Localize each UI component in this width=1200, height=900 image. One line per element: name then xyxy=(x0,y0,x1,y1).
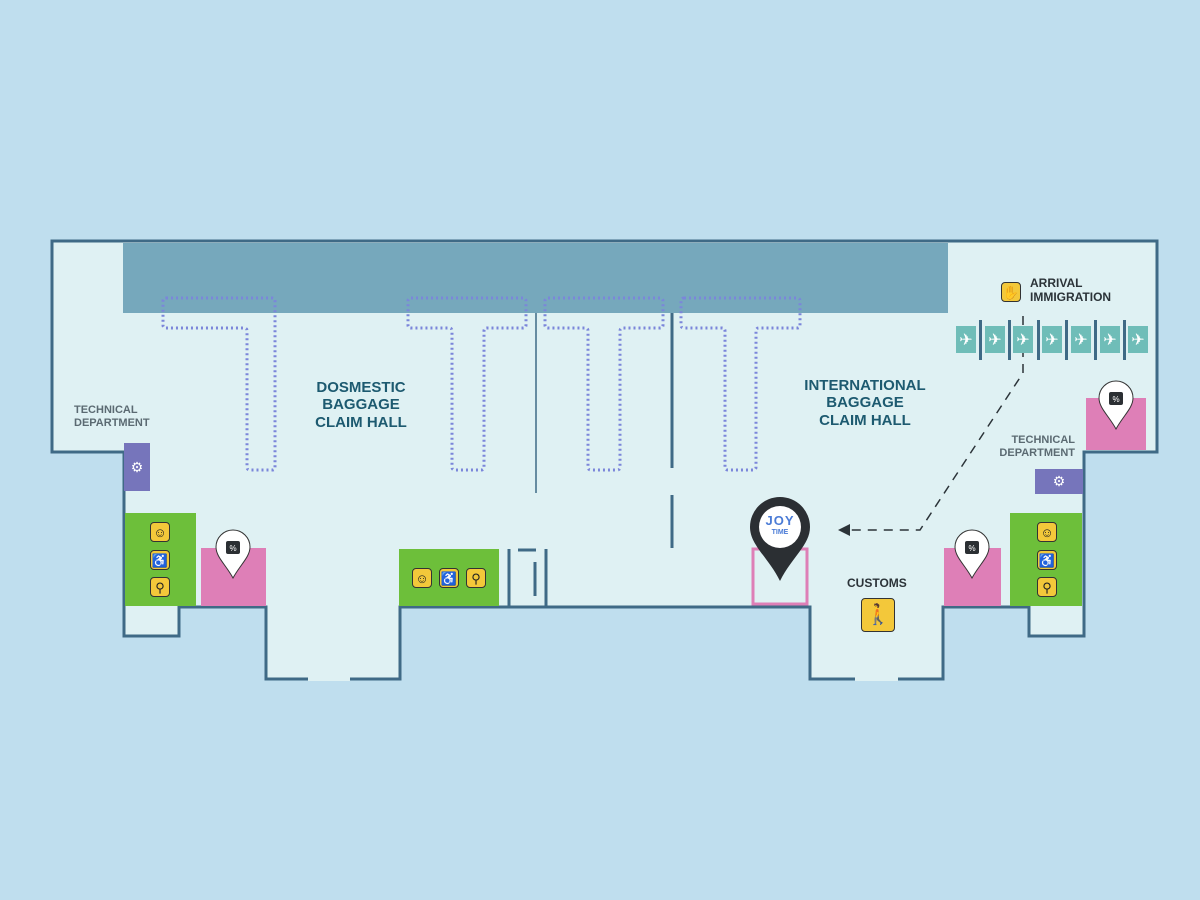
label-line: TECHNICAL xyxy=(1011,434,1075,446)
baby-change-icon[interactable]: ☺ xyxy=(1037,522,1057,542)
technical-department-right-label: TECHNICAL DEPARTMENT xyxy=(999,434,1075,459)
label-line: TECHNICAL xyxy=(74,404,138,416)
baby-change-icon[interactable]: ☺ xyxy=(412,568,432,588)
immigration-gate-plane-icon[interactable]: ✈ xyxy=(1128,326,1148,353)
immigration-gate-plane-icon[interactable]: ✈ xyxy=(1042,326,1062,353)
carousel-1[interactable] xyxy=(161,296,277,472)
svg-text:%: % xyxy=(229,544,236,553)
immigration-gate-plane-icon[interactable]: ✈ xyxy=(1013,326,1033,353)
wheelchair-icon[interactable]: ♿ xyxy=(150,550,170,570)
label-line: BAGGAGE xyxy=(826,394,904,412)
gate-divider xyxy=(1094,320,1097,360)
label-line: DEPARTMENT xyxy=(74,416,150,429)
label-line: INTERNATIONAL xyxy=(804,377,926,394)
label-line: IMMIGRATION xyxy=(1030,289,1112,304)
carousel-2[interactable] xyxy=(406,296,528,472)
gate-divider xyxy=(979,320,982,360)
immigration-gate-plane-icon[interactable]: ✈ xyxy=(956,326,976,353)
svg-text:%: % xyxy=(968,544,975,553)
joy-logo-text: JOY xyxy=(765,513,795,528)
gate-divider xyxy=(1008,320,1011,360)
terminal-floor xyxy=(50,239,1159,681)
domestic-hall-label: DOSMESTIC BAGGAGE CLAIM HALL xyxy=(296,379,426,431)
joy-logo-subtext: TIME xyxy=(771,528,789,536)
passport-control-icon: ✋ xyxy=(1001,282,1021,302)
arrival-immigration-label: ARRIVAL IMMIGRATION xyxy=(1030,276,1112,305)
immigration-gate-plane-icon[interactable]: ✈ xyxy=(1100,326,1120,353)
gate-divider xyxy=(1123,320,1126,360)
gate-divider xyxy=(1065,320,1068,360)
wheelchair-icon[interactable]: ♿ xyxy=(439,568,459,588)
route-arrow xyxy=(850,316,1024,531)
label-line: CLAIM HALL xyxy=(315,413,407,431)
customs-label: CUSTOMS xyxy=(847,576,907,590)
immigration-gate-plane-icon[interactable]: ✈ xyxy=(985,326,1005,353)
sale-bag-icon xyxy=(226,392,1123,554)
baby-change-icon[interactable]: ☺ xyxy=(150,522,170,542)
carousel-3[interactable] xyxy=(543,296,665,472)
label-line: BAGGAGE xyxy=(322,396,400,414)
joy-time-logo: JOY TIME xyxy=(760,513,800,537)
carousel-4[interactable] xyxy=(679,296,802,472)
arrow-head-icon xyxy=(838,524,850,536)
label-line: DOSMESTIC xyxy=(316,379,406,396)
international-hall-label: INTERNATIONAL BAGGAGE CLAIM HALL xyxy=(795,377,935,429)
immigration-gate-plane-icon[interactable]: ✈ xyxy=(1071,326,1091,353)
technical-wrench-gear-icon[interactable]: ⚙ xyxy=(124,443,150,491)
label-line: DEPARTMENT xyxy=(999,446,1075,459)
baggage-band xyxy=(123,243,948,313)
security-scanner-icon: 🚶 xyxy=(861,598,895,632)
gate-divider xyxy=(1037,320,1040,360)
technical-department-left-label: TECHNICAL DEPARTMENT xyxy=(74,404,150,429)
technical-wrench-gear-icon[interactable]: ⚙ xyxy=(1035,469,1083,494)
percent-icon: %%% xyxy=(229,395,1119,553)
label-line: CLAIM HALL xyxy=(819,411,911,429)
joy-time-pin[interactable] xyxy=(750,497,810,581)
restroom-icon[interactable]: ⚲ xyxy=(150,577,170,597)
wheelchair-icon[interactable]: ♿ xyxy=(1037,550,1057,570)
restroom-icon[interactable]: ⚲ xyxy=(1037,577,1057,597)
restroom-icon[interactable]: ⚲ xyxy=(466,568,486,588)
label-line: ARRIVAL xyxy=(1030,276,1083,290)
svg-text:%: % xyxy=(1112,395,1119,404)
